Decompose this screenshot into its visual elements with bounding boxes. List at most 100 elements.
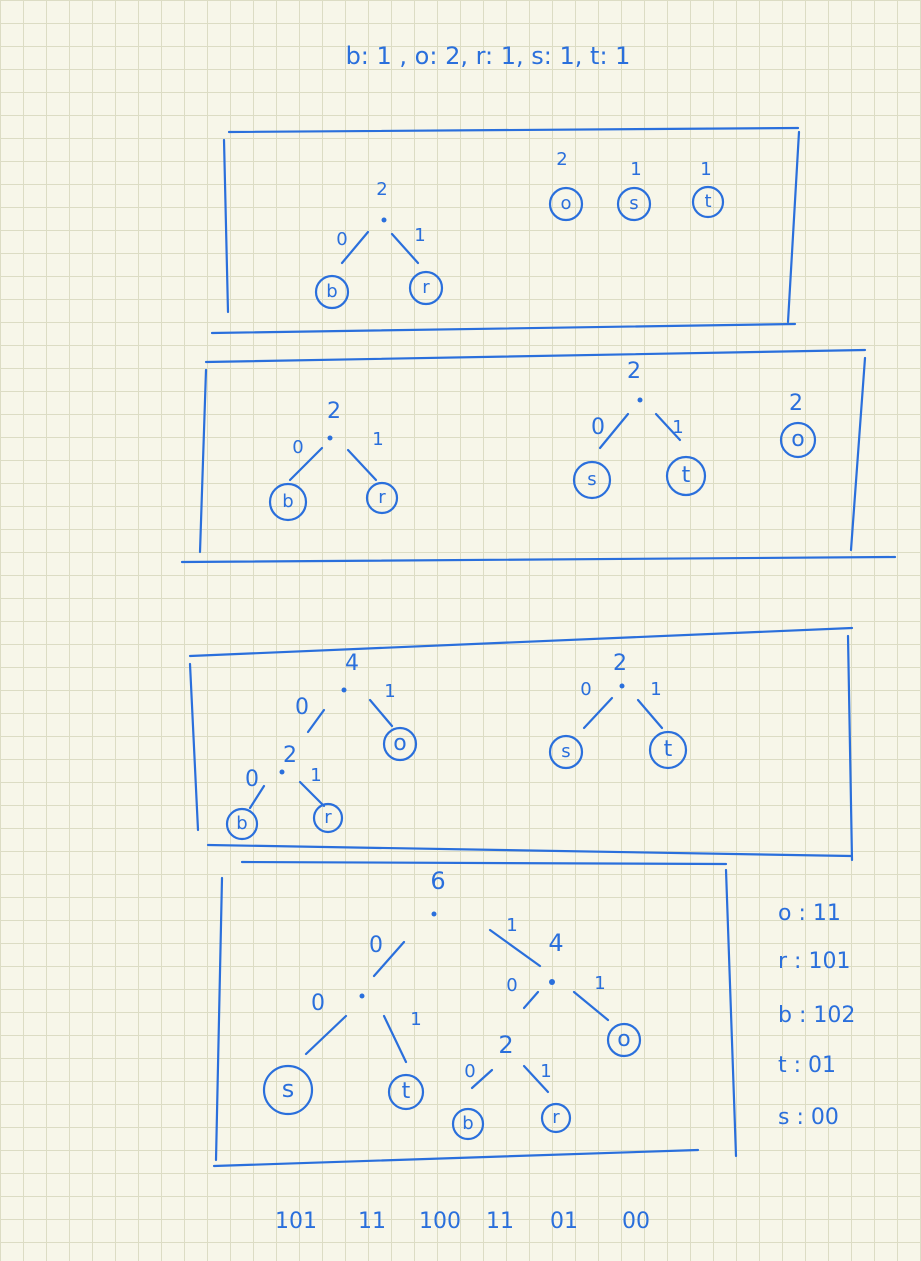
code-value: 01 (808, 1053, 836, 1078)
edge-label: 1 (384, 681, 395, 702)
leaf-circle (312, 802, 344, 834)
tree-weight: 2 (283, 743, 297, 768)
tree-node (637, 397, 643, 403)
leaf-circle (648, 730, 688, 770)
leaf-circle (262, 1064, 314, 1116)
leaf-circle (540, 1102, 572, 1134)
panel-2: 2 0 1 b r 2 0 1 s t 2 o (180, 348, 897, 564)
tree-edge (654, 412, 682, 442)
edge-label: 1 (372, 429, 383, 450)
tree-edge (372, 940, 406, 978)
tree-node (381, 217, 387, 223)
leaf-circle (387, 1073, 425, 1111)
leaf-label: s (587, 469, 596, 490)
code-entry-r: r : 101 (778, 949, 850, 974)
tree-edge (298, 780, 326, 808)
edge-label: 0 (464, 1061, 475, 1082)
tree-edge (368, 698, 394, 728)
leaf-label: s (561, 741, 570, 762)
leaf-circle (268, 482, 308, 522)
edge-label: 0 (369, 933, 383, 958)
code-separator: : (794, 1053, 808, 1078)
panel-4-frame (212, 860, 738, 1168)
tree-edge (572, 990, 610, 1022)
encoded-code: 01 (550, 1209, 578, 1234)
code-separator: : (798, 901, 812, 926)
leaf-circle (572, 460, 612, 500)
edge-label: 0 (580, 679, 591, 700)
edge-label: 1 (594, 973, 605, 994)
leaf-circle (314, 274, 350, 310)
edge-label: 1 (414, 225, 425, 246)
leaf-weight: 1 (630, 159, 641, 180)
leaf-label: b (282, 491, 293, 512)
tree-weight: 2 (613, 651, 627, 676)
tree-node (327, 435, 333, 441)
leaf-weight: 2 (789, 391, 803, 416)
edge-label: 1 (310, 765, 321, 786)
code-symbol: s (778, 1105, 789, 1130)
tree-weight: 4 (345, 651, 359, 676)
edge-label: 0 (591, 415, 605, 440)
tree-edge (304, 1014, 348, 1056)
leaf-label: t (682, 463, 691, 488)
edge-label: 0 (336, 229, 347, 250)
tree-edge (522, 1064, 550, 1094)
tree-node (279, 769, 285, 775)
tree-edge (522, 990, 540, 1010)
edge-label: 1 (672, 417, 683, 438)
code-table: o : 11 r : 101 b : 102 t : 01 s : 00 (778, 901, 855, 1130)
tree-edge (382, 1014, 408, 1064)
leaf-circle (365, 481, 399, 515)
edge-label: 1 (506, 915, 517, 936)
leaf-circle (779, 421, 817, 459)
code-value: 102 (813, 1003, 855, 1028)
tree-node (619, 683, 625, 689)
code-separator: : (794, 949, 808, 974)
tree-node (549, 979, 555, 985)
tree-weight: 2 (327, 399, 341, 424)
code-entry-b: b : 102 (778, 1003, 855, 1028)
code-symbol: r (778, 949, 788, 974)
tree-edge (488, 928, 542, 968)
code-separator: : (796, 1105, 810, 1130)
tree-weight: 2 (376, 179, 387, 200)
leaf-circle (665, 455, 707, 497)
tree-node (341, 687, 347, 693)
tree-edge (598, 412, 630, 450)
tree-weight: 2 (498, 1031, 513, 1059)
edge-label: 0 (295, 695, 309, 720)
leaf-label: t (664, 737, 673, 762)
tree-edge (390, 232, 420, 265)
edge-label: 1 (650, 679, 661, 700)
code-value: 11 (813, 901, 841, 926)
tree-weight: 4 (548, 929, 563, 957)
tree-node (431, 911, 437, 917)
code-symbol: b (778, 1003, 792, 1028)
leaf-label: b (326, 281, 337, 302)
code-value: 101 (808, 949, 850, 974)
edge-label: 1 (540, 1061, 551, 1082)
encoded-output: 101 11 100 11 01 00 (275, 1209, 650, 1234)
leaf-circle (691, 185, 725, 219)
encoded-code: 100 (419, 1209, 461, 1234)
tree-weight: 6 (430, 867, 445, 895)
leaf-label: o (560, 193, 571, 214)
leaf-label: o (617, 1027, 630, 1052)
edge-label: 0 (311, 991, 325, 1016)
leaf-circle (225, 807, 259, 841)
tree-weight: 2 (627, 359, 641, 384)
tree-edge (248, 784, 266, 810)
tree-edge (346, 448, 378, 482)
encoded-code: 11 (358, 1209, 386, 1234)
code-separator: : (799, 1003, 813, 1028)
code-entry-t: t : 01 (778, 1053, 836, 1078)
tree-edge (470, 1068, 494, 1090)
code-entry-s: s : 00 (778, 1105, 839, 1130)
leaf-label: t (704, 191, 711, 212)
leaf-label: r (378, 487, 386, 508)
panel-2-frame (180, 348, 897, 564)
leaf-circle (408, 270, 444, 306)
leaf-circle (382, 726, 418, 762)
